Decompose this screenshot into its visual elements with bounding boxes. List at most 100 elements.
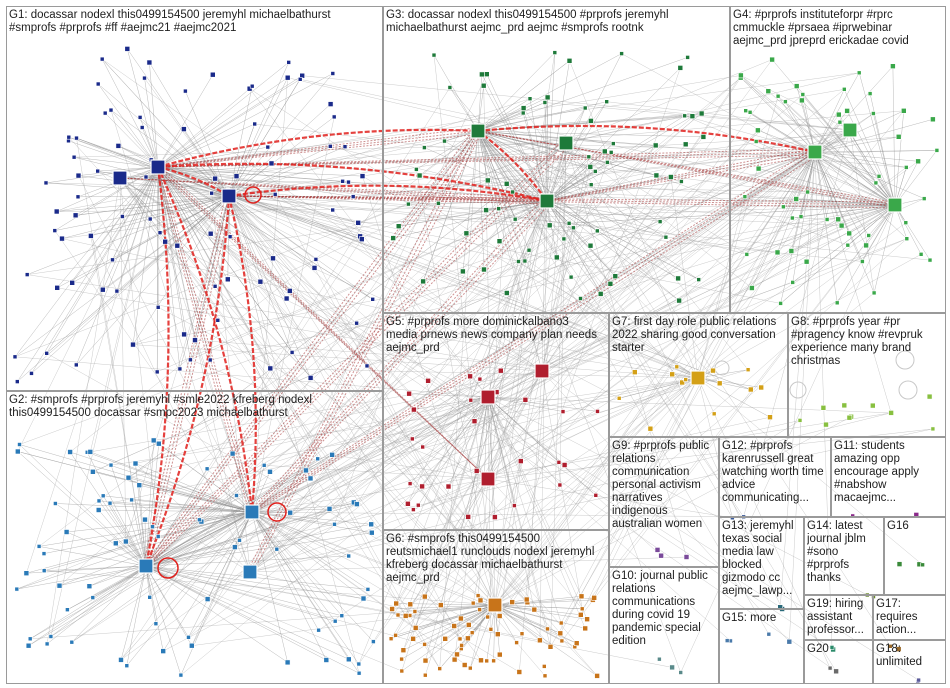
- node-g20[interactable]: [827, 665, 833, 671]
- hub-node-avatar[interactable]: [558, 135, 574, 151]
- node-g2[interactable]: [17, 442, 22, 447]
- node-g3[interactable]: [436, 201, 441, 206]
- node-g1[interactable]: [100, 286, 106, 293]
- node-g3[interactable]: [586, 154, 592, 160]
- hub-node-avatar[interactable]: [221, 188, 237, 204]
- node-g1[interactable]: [354, 320, 359, 326]
- node-g2[interactable]: [95, 507, 102, 513]
- node-g2[interactable]: [197, 517, 202, 523]
- node-g5[interactable]: [409, 436, 415, 442]
- node-g4[interactable]: [837, 119, 843, 125]
- node-g1[interactable]: [188, 357, 193, 363]
- node-g1[interactable]: [265, 144, 271, 150]
- node-g2[interactable]: [332, 618, 338, 624]
- node-g7[interactable]: [711, 411, 717, 417]
- node-g4[interactable]: [783, 99, 788, 104]
- node-g4[interactable]: [867, 91, 873, 96]
- node-g1[interactable]: [115, 143, 122, 149]
- node-g1[interactable]: [53, 208, 60, 215]
- node-g4[interactable]: [900, 108, 907, 114]
- node-g4[interactable]: [927, 257, 933, 263]
- node-g16[interactable]: [896, 561, 903, 567]
- hub-node-avatar[interactable]: [480, 389, 496, 405]
- node-g1[interactable]: [44, 350, 50, 356]
- node-g3[interactable]: [522, 258, 528, 264]
- node-g3[interactable]: [520, 105, 527, 111]
- node-g5[interactable]: [497, 367, 504, 374]
- node-g7[interactable]: [710, 367, 716, 374]
- node-g1[interactable]: [95, 81, 101, 87]
- node-g1[interactable]: [359, 173, 366, 179]
- node-g4[interactable]: [774, 249, 781, 256]
- node-g1[interactable]: [181, 126, 187, 132]
- node-g6[interactable]: [477, 607, 482, 612]
- node-g3[interactable]: [587, 164, 594, 170]
- node-g1[interactable]: [181, 331, 187, 338]
- node-g7[interactable]: [674, 364, 680, 370]
- node-g4[interactable]: [895, 134, 902, 140]
- node-g3[interactable]: [568, 274, 574, 280]
- node-g4[interactable]: [769, 56, 775, 63]
- node-g3[interactable]: [512, 216, 518, 222]
- node-g1[interactable]: [340, 179, 345, 184]
- node-g1[interactable]: [124, 46, 131, 52]
- node-g3[interactable]: [601, 148, 608, 155]
- node-g2[interactable]: [118, 657, 124, 663]
- node-g6[interactable]: [545, 626, 550, 632]
- node-g2[interactable]: [360, 595, 367, 602]
- node-g5[interactable]: [492, 514, 498, 520]
- node-g2[interactable]: [69, 639, 75, 645]
- node-g3[interactable]: [422, 145, 427, 150]
- hub-node-avatar[interactable]: [112, 170, 128, 186]
- node-g3[interactable]: [566, 57, 573, 64]
- node-g5[interactable]: [465, 514, 472, 520]
- node-g6[interactable]: [514, 640, 519, 645]
- node-g1[interactable]: [330, 207, 336, 213]
- node-g1[interactable]: [69, 279, 75, 286]
- node-g2[interactable]: [67, 449, 73, 455]
- node-g2[interactable]: [63, 529, 70, 535]
- node-g3[interactable]: [608, 150, 614, 155]
- node-g1[interactable]: [192, 337, 198, 343]
- node-g4[interactable]: [805, 189, 810, 195]
- node-g6[interactable]: [531, 606, 538, 613]
- node-g1[interactable]: [210, 71, 216, 78]
- node-g6[interactable]: [412, 625, 419, 631]
- node-g2[interactable]: [204, 466, 210, 472]
- node-g1[interactable]: [225, 276, 231, 283]
- node-g1[interactable]: [233, 173, 240, 179]
- node-g6[interactable]: [451, 623, 458, 629]
- node-g4[interactable]: [846, 230, 853, 237]
- node-g2[interactable]: [346, 553, 352, 559]
- node-g6[interactable]: [523, 596, 530, 603]
- node-g6[interactable]: [389, 606, 395, 612]
- hub-node-avatar[interactable]: [150, 159, 166, 175]
- node-g15[interactable]: [786, 638, 793, 645]
- node-g2[interactable]: [108, 462, 114, 468]
- node-g1[interactable]: [327, 144, 333, 149]
- node-g2[interactable]: [323, 657, 330, 663]
- node-g6[interactable]: [393, 632, 398, 638]
- node-g1[interactable]: [268, 160, 275, 167]
- node-g2[interactable]: [136, 482, 143, 489]
- node-g6[interactable]: [467, 665, 473, 671]
- node-g1[interactable]: [71, 154, 77, 160]
- node-g10[interactable]: [657, 656, 662, 662]
- node-g3[interactable]: [416, 172, 423, 179]
- node-g2[interactable]: [267, 468, 273, 475]
- hub-node-avatar[interactable]: [244, 504, 260, 520]
- node-g5[interactable]: [556, 459, 562, 465]
- node-g4[interactable]: [921, 196, 927, 201]
- node-g6[interactable]: [558, 620, 564, 626]
- node-g3[interactable]: [431, 52, 437, 58]
- node-g4[interactable]: [915, 158, 921, 165]
- node-g5[interactable]: [415, 502, 421, 508]
- node-g1[interactable]: [143, 174, 149, 180]
- node-g2[interactable]: [53, 501, 58, 506]
- node-g3[interactable]: [604, 99, 610, 104]
- node-g2[interactable]: [27, 636, 33, 642]
- node-g20[interactable]: [833, 668, 839, 675]
- node-g8[interactable]: [797, 418, 803, 423]
- node-g4[interactable]: [904, 236, 910, 241]
- node-g3[interactable]: [483, 207, 489, 213]
